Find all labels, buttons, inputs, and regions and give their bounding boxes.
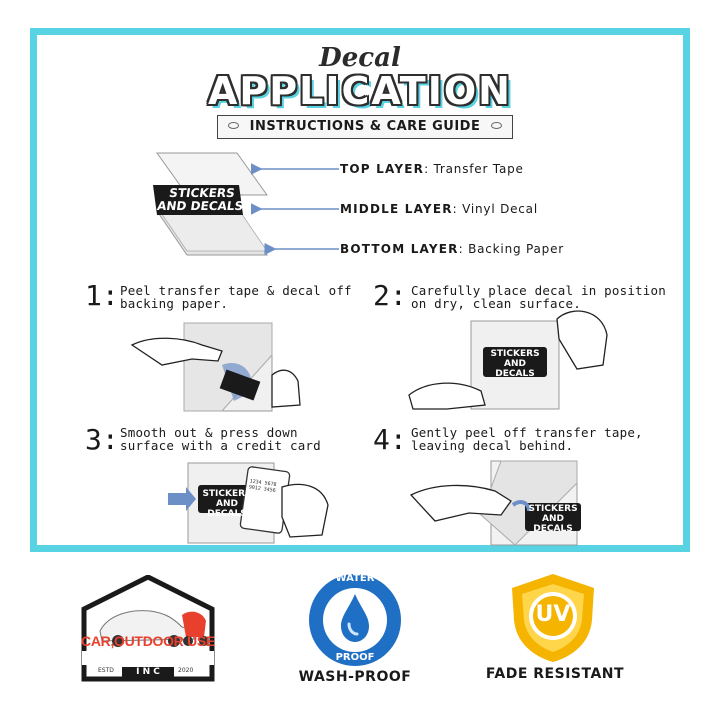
uv-text: UV: [535, 602, 571, 627]
transfer-tape-layer: [156, 152, 268, 196]
uv-shield-badge: [512, 574, 594, 662]
hand-icon: [409, 484, 512, 522]
instructions-panel: Decal APPLICATION INSTRUCTIONS & CARE GU…: [30, 28, 690, 552]
hand-icon: [271, 369, 301, 408]
layer-label-middle: MIDDLE LAYER: Vinyl Decal: [340, 202, 538, 216]
banner-hole-icon: [228, 122, 239, 129]
subtitle-banner: INSTRUCTIONS & CARE GUIDE: [217, 115, 513, 139]
layer-label-bottom: BOTTOM LAYER: Backing Paper: [340, 242, 564, 256]
sample-decal: STICKERS AND DECALS: [153, 186, 249, 213]
title-script: Decal: [319, 43, 401, 73]
vinyl-decal-layer: [153, 185, 243, 215]
sample-decal-line2: AND DECALS: [156, 199, 245, 213]
step-4-text: Gently peel off transfer tape,leaving de…: [411, 425, 643, 453]
waterproof-badge: [309, 574, 401, 666]
layer-label-top: TOP LAYER: Transfer Tape: [340, 162, 524, 176]
hand-icon: [281, 483, 329, 538]
car-badge-estd: ESTD: [98, 667, 114, 674]
layer-arrows: [251, 163, 339, 255]
fade-resistant-label: FADE RESISTANT: [485, 666, 625, 682]
step-2-number: 2:: [373, 279, 407, 312]
layers-illustration: [153, 152, 268, 256]
banner-hole-icon: [491, 122, 502, 129]
step-3-number: 3:: [85, 423, 119, 456]
hand-icon: [556, 310, 608, 370]
step-1-number: 1:: [85, 279, 119, 312]
arrow-icon: [511, 500, 531, 512]
step-4-number: 4:: [373, 423, 407, 456]
motorcycle-icon: [182, 611, 206, 637]
step-1-illustration: [130, 322, 301, 412]
car-badge-year: 2020: [178, 667, 194, 674]
hand-icon: [130, 337, 223, 366]
step-2-illustration: [408, 310, 608, 410]
step-4-illustration: [409, 460, 581, 546]
wash-proof-label: WASH-PROOF: [298, 669, 412, 685]
arrow-right-icon: [168, 487, 196, 511]
car-badge-inc: I N C: [136, 667, 160, 677]
hand-icon: [408, 382, 486, 410]
car-outdoor-badge: [81, 575, 215, 682]
step-3-illustration: [168, 462, 329, 544]
car-badge-title: CAR,OUTDOOR USE: [81, 633, 215, 649]
page-title: APPLICATION: [208, 69, 512, 113]
water-arc-top: WATER: [335, 573, 375, 584]
water-arc-bottom: PROOF: [335, 652, 375, 663]
water-drop-icon: [341, 594, 369, 642]
subtitle-text: INSTRUCTIONS & CARE GUIDE: [249, 119, 481, 134]
